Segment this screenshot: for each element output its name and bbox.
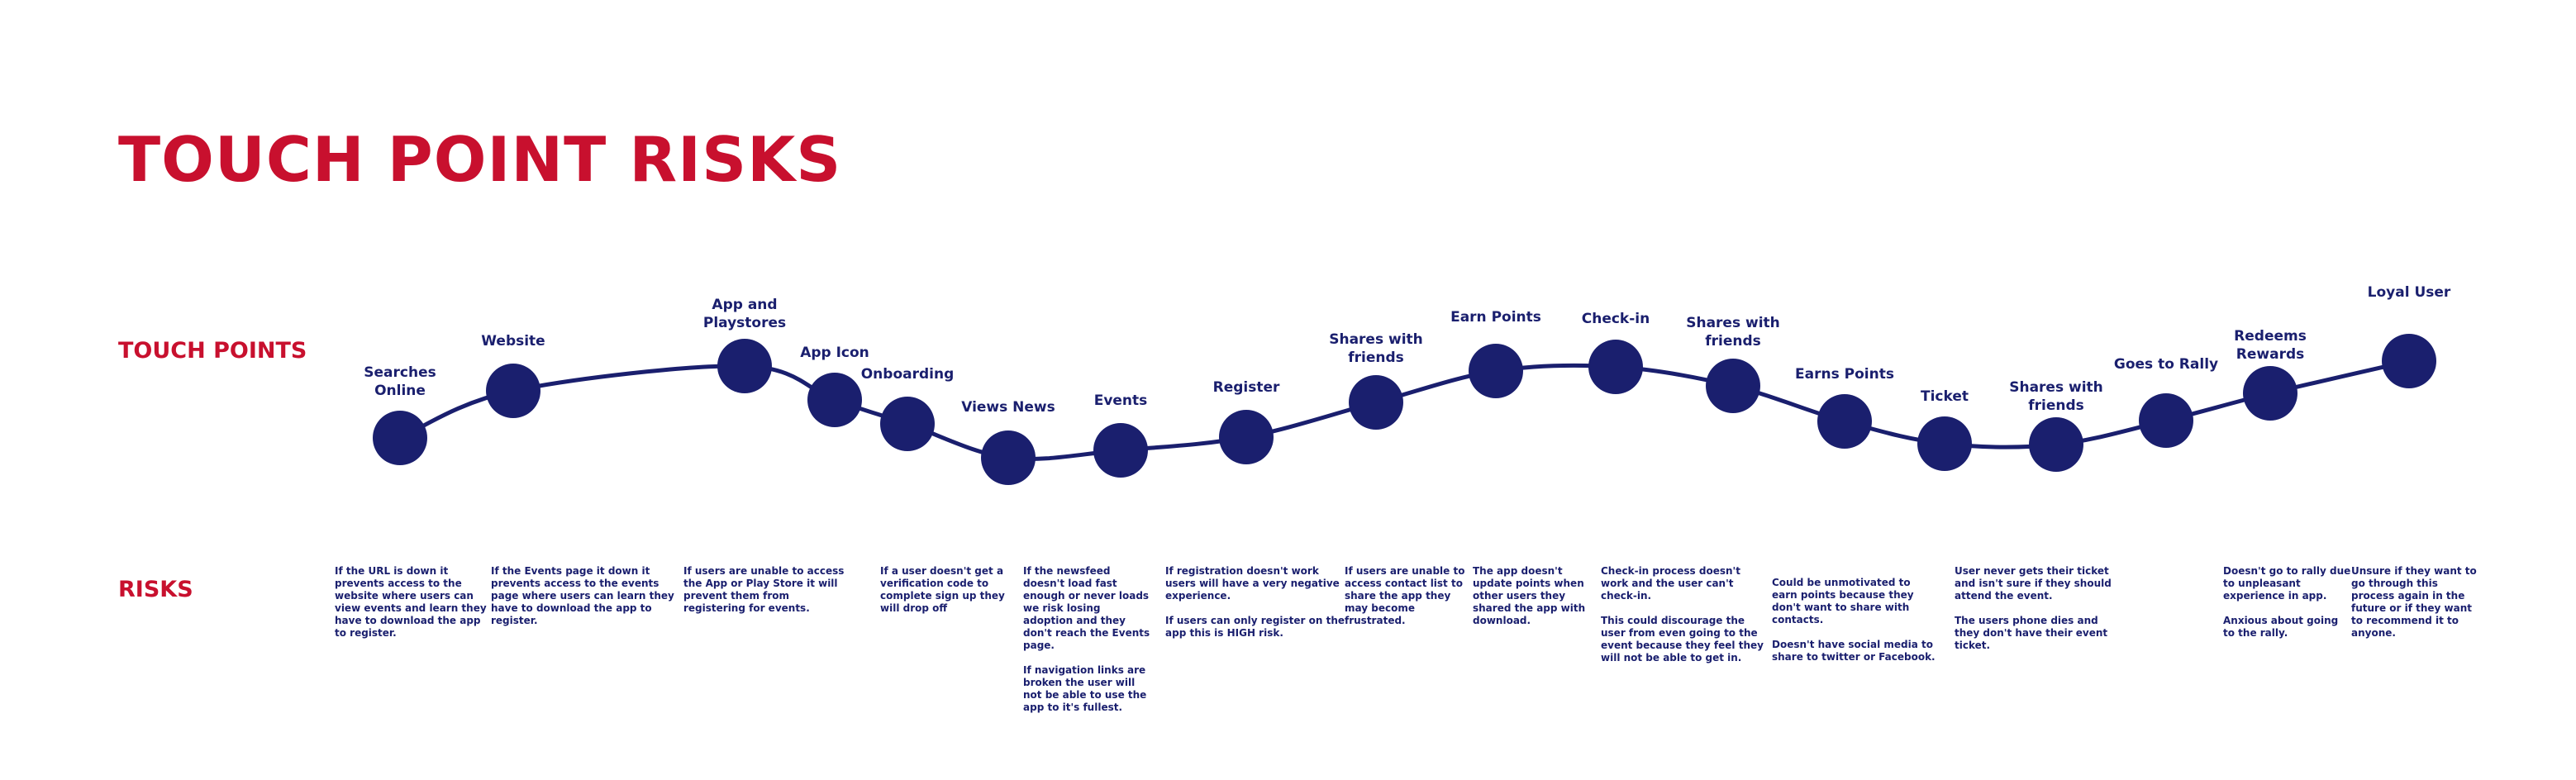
touch-point-node <box>880 397 935 451</box>
touch-point-node <box>1219 410 1274 464</box>
touch-point-label: Loyal User <box>2367 284 2451 301</box>
risk-text: Doesn't go to rally due to unpleasant ex… <box>2223 565 2351 639</box>
touch-point-label: Redeems Rewards <box>2234 328 2307 363</box>
touch-point-node <box>2382 334 2436 388</box>
risk-text: If users are unable to access the App or… <box>683 565 845 614</box>
touch-point-node <box>1817 394 1872 449</box>
touch-point-node <box>373 411 427 465</box>
touch-point-node <box>1469 344 1523 398</box>
risk-text: If registration doesn't work users will … <box>1165 565 1345 639</box>
touch-point-label: Shares with friends <box>2009 379 2103 414</box>
touch-point-label: Ticket <box>1920 388 1969 405</box>
touch-point-label: App Icon <box>800 345 869 361</box>
touch-point-label: Check-in <box>1581 311 1650 327</box>
touch-point-label: Onboarding <box>860 366 955 383</box>
touch-point-node <box>2139 393 2193 448</box>
risk-text: If a user doesn't get a verification cod… <box>880 565 1005 614</box>
touch-point-node <box>2243 366 2297 421</box>
touch-point-label: Views News <box>961 399 1055 416</box>
touch-point-node <box>717 339 772 393</box>
touch-point-label: App and Playstores <box>702 297 787 331</box>
touch-point-node <box>2029 417 2083 472</box>
touch-point-label: Earns Points <box>1795 366 1894 383</box>
touch-point-node <box>1093 423 1148 478</box>
touch-point-label: Shares with friends <box>1686 315 1780 350</box>
touch-point-node <box>1588 340 1643 394</box>
risk-text: If the newsfeed doesn't load fast enough… <box>1023 565 1150 713</box>
touch-point-node <box>1349 375 1403 430</box>
touch-point-node <box>1917 416 1972 471</box>
touch-points-label: TOUCH POINTS <box>118 338 307 364</box>
touch-point-label: Shares with friends <box>1329 331 1423 366</box>
touch-point-label: Events <box>1093 392 1148 409</box>
risk-text: Could be unmotivated to earn points beca… <box>1772 577 1936 663</box>
touch-point-node <box>981 430 1036 485</box>
risk-text: Unsure if they want to go through this p… <box>2351 565 2477 639</box>
touch-point-label: Earn Points <box>1450 309 1541 326</box>
risk-text: If the Events page it down it prevents a… <box>491 565 674 626</box>
risk-text: User never gets their ticket and isn't s… <box>1955 565 2112 651</box>
risk-text: If the URL is down it prevents access to… <box>335 565 487 639</box>
touch-point-label: Website <box>481 333 545 350</box>
risk-text: Check-in process doesn't work and the us… <box>1601 565 1764 663</box>
touch-point-label: Register <box>1212 379 1280 396</box>
risks-label: RISKS <box>118 577 193 602</box>
touch-point-label: Goes to Rally <box>2113 356 2219 373</box>
page-title: TOUCH POINT RISKS <box>118 123 842 196</box>
touch-point-node <box>1706 359 1760 413</box>
risk-text: If users are unable to access contact li… <box>1345 565 1465 626</box>
touch-point-node <box>807 373 862 427</box>
risk-text: The app doesn't update points when other… <box>1473 565 1586 626</box>
touch-point-label: Searches Online <box>364 364 436 399</box>
touch-point-node <box>486 364 540 418</box>
